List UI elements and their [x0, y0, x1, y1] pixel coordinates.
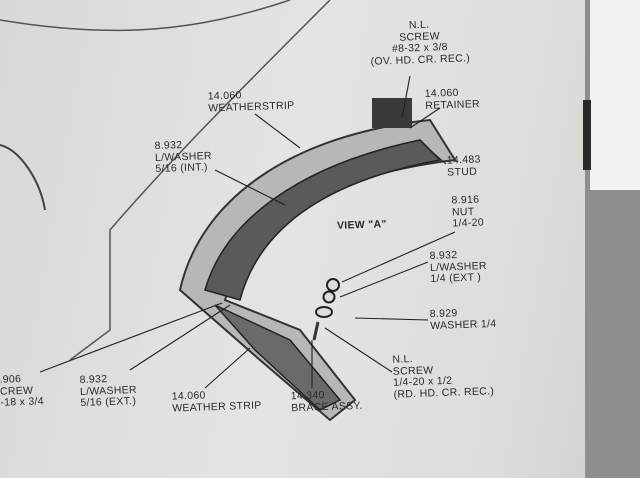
view-label: VIEW "A": [336, 218, 387, 232]
flat-washer: [315, 306, 333, 318]
page-tab: [583, 100, 591, 170]
lock-washer: [322, 290, 336, 304]
brace-assembly: [214, 304, 342, 411]
weatherstrip-channel: [204, 139, 442, 301]
nut: [326, 278, 340, 292]
door-outline: [69, 0, 331, 361]
body-outline: [0, 0, 291, 32]
retainer-part: [372, 98, 412, 128]
leader-lines: [39, 75, 456, 389]
screw: [312, 321, 320, 341]
background-light: [590, 0, 640, 190]
body-outline: [0, 144, 46, 211]
callout-nl-screw-top: N.L.SCREW#8-32 x 3/8(OV. HD. CR. REC.): [370, 18, 471, 68]
